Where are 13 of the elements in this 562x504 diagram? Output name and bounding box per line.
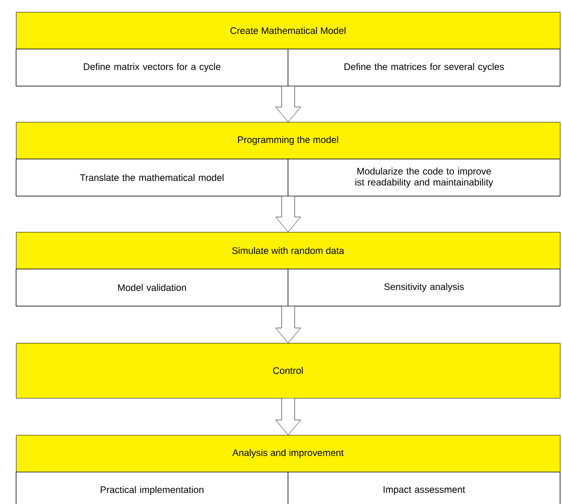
block-arrow bbox=[276, 196, 301, 232]
cell-box: Impact assessment bbox=[288, 472, 560, 504]
cell-box: Model validation bbox=[16, 268, 288, 306]
cell-box: Practical implementation bbox=[16, 472, 288, 504]
cell-box: Define the matrices for several cycles bbox=[288, 48, 560, 86]
cell-box: Sensitivity analysis bbox=[288, 268, 560, 306]
cell-box: Define matrix vectors for a cycle bbox=[16, 48, 288, 86]
block-arrow bbox=[276, 306, 301, 344]
stage-box: Control bbox=[16, 343, 560, 398]
block-arrow bbox=[276, 398, 301, 436]
cell-box: Translate the mathematical model bbox=[16, 158, 288, 196]
cell-box: Modularize the code to improve ist readability and maintainability bbox=[288, 158, 560, 196]
block-arrow bbox=[276, 86, 301, 122]
